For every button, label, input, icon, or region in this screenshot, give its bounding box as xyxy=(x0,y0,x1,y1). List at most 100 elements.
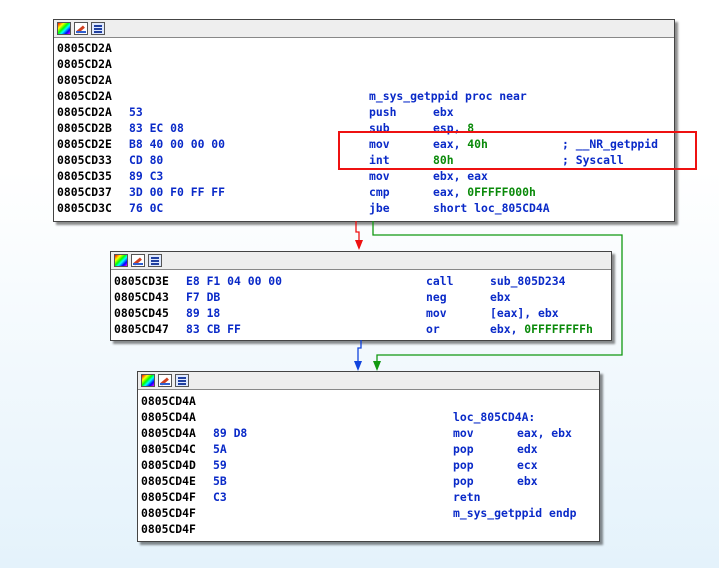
mnemonic[interactable]: pop xyxy=(453,474,474,488)
mnemonic[interactable]: jbe xyxy=(369,201,390,215)
operand[interactable]: edx xyxy=(517,442,538,456)
address: 0805CD2B xyxy=(57,121,112,135)
address: 0805CD4F xyxy=(141,522,196,536)
operand[interactable]: ebx xyxy=(433,105,454,119)
mnemonic[interactable]: mov xyxy=(369,169,390,183)
opcode-bytes: 3D 00 F0 FF FF xyxy=(129,185,226,199)
rename-icon[interactable] xyxy=(131,254,145,267)
operand[interactable]: ebx, eax xyxy=(433,169,488,183)
opcode-bytes: F7 DB xyxy=(186,290,221,304)
mnemonic[interactable]: cmp xyxy=(369,185,390,199)
opcode-bytes: 89 D8 xyxy=(213,426,248,440)
opcode-bytes: 89 C3 xyxy=(129,169,164,183)
opcode-bytes: 59 xyxy=(213,458,227,472)
opcode-bytes: B8 40 00 00 00 xyxy=(129,137,226,151)
mnemonic[interactable]: mov xyxy=(453,426,474,440)
operand[interactable]: 80h xyxy=(433,153,454,167)
code-line[interactable]: 0805CD2A xyxy=(54,56,674,72)
address: 0805CD4F xyxy=(141,490,196,504)
graph-view-icon[interactable] xyxy=(148,254,162,267)
address: 0805CD45 xyxy=(114,306,169,320)
endp-label[interactable]: m_sys_getppid endp xyxy=(453,506,577,520)
graph-view-icon[interactable] xyxy=(91,22,105,35)
mnemonic[interactable]: or xyxy=(426,322,440,336)
address: 0805CD2A xyxy=(57,105,112,119)
color-palette-icon[interactable] xyxy=(141,374,155,387)
operand[interactable]: ebx, 0FFFFFFFFh xyxy=(490,322,593,336)
address: 0805CD4A xyxy=(141,410,196,424)
mnemonic[interactable]: mov xyxy=(369,137,390,151)
mnemonic[interactable]: pop xyxy=(453,442,474,456)
address: 0805CD47 xyxy=(114,322,169,336)
arrow-head-blue xyxy=(354,361,362,371)
address: 0805CD2A xyxy=(57,41,112,55)
color-palette-icon[interactable] xyxy=(114,254,128,267)
mnemonic[interactable]: push xyxy=(369,105,397,119)
edge-fallthrough xyxy=(357,340,362,365)
operand[interactable]: ebx xyxy=(490,290,511,304)
operand[interactable]: ecx xyxy=(517,458,538,472)
highlight-box xyxy=(338,131,697,170)
mnemonic[interactable]: mov xyxy=(426,306,447,320)
address: 0805CD2E xyxy=(57,137,112,151)
code-line[interactable]: 0805CD45 89 18 mov [eax], ebx xyxy=(111,305,611,321)
rename-icon[interactable] xyxy=(74,22,88,35)
address: 0805CD3E xyxy=(114,274,169,288)
comment: ; __NR_getppid xyxy=(562,137,659,151)
operand[interactable]: eax, 40h xyxy=(433,137,488,151)
operand[interactable]: eax, ebx xyxy=(517,426,572,440)
opcode-bytes: 76 0C xyxy=(129,201,164,215)
code-line[interactable]: 0805CD4D 59 pop ecx xyxy=(138,457,599,473)
address: 0805CD4D xyxy=(141,458,196,472)
mnemonic[interactable]: call xyxy=(426,274,454,288)
code-line[interactable]: 0805CD4F xyxy=(138,521,599,537)
node-header xyxy=(111,252,611,270)
color-palette-icon[interactable] xyxy=(57,22,71,35)
node-header xyxy=(138,372,599,390)
code-line[interactable]: 0805CD4A loc_805CD4A: xyxy=(138,409,599,425)
mnemonic[interactable]: int xyxy=(369,153,390,167)
proc-label[interactable]: m_sys_getppid proc near xyxy=(369,89,527,103)
opcode-bytes: 89 18 xyxy=(186,306,221,320)
edge-true-branch xyxy=(372,221,623,365)
code-line[interactable]: 0805CD2A xyxy=(54,72,674,88)
mnemonic[interactable]: pop xyxy=(453,458,474,472)
code-line[interactable]: 0805CD2A xyxy=(54,40,674,56)
operand[interactable]: short loc_805CD4A xyxy=(433,201,550,215)
operand[interactable]: ebx xyxy=(517,474,538,488)
address: 0805CD4E xyxy=(141,474,196,488)
operand[interactable]: [eax], ebx xyxy=(490,306,559,320)
address: 0805CD2A xyxy=(57,73,112,87)
rename-icon[interactable] xyxy=(158,374,172,387)
arrow-head-green xyxy=(373,361,381,371)
code-line[interactable]: 0805CD2E B8 40 00 00 00 mov eax, 40h ; __NR_… xyxy=(54,136,674,152)
opcode-bytes: 83 EC 08 xyxy=(129,121,184,135)
operand[interactable]: eax, 0FFFFF000h xyxy=(433,185,536,199)
mnemonic[interactable]: neg xyxy=(426,290,447,304)
basic-block-3[interactable]: 0805CD4A 0805CD4A loc_805CD4A: 0805CD4A 89… xyxy=(137,371,600,542)
opcode-bytes: CD 80 xyxy=(129,153,164,167)
code-line[interactable]: 0805CD4A xyxy=(138,393,599,409)
graph-view-icon[interactable] xyxy=(175,374,189,387)
mnemonic[interactable]: retn xyxy=(453,490,481,504)
code-lines: 0805CD4A 0805CD4A loc_805CD4A: 0805CD4A 89… xyxy=(138,390,599,537)
operand[interactable]: sub_805D234 xyxy=(490,274,566,288)
loc-label[interactable]: loc_805CD4A: xyxy=(453,410,536,424)
